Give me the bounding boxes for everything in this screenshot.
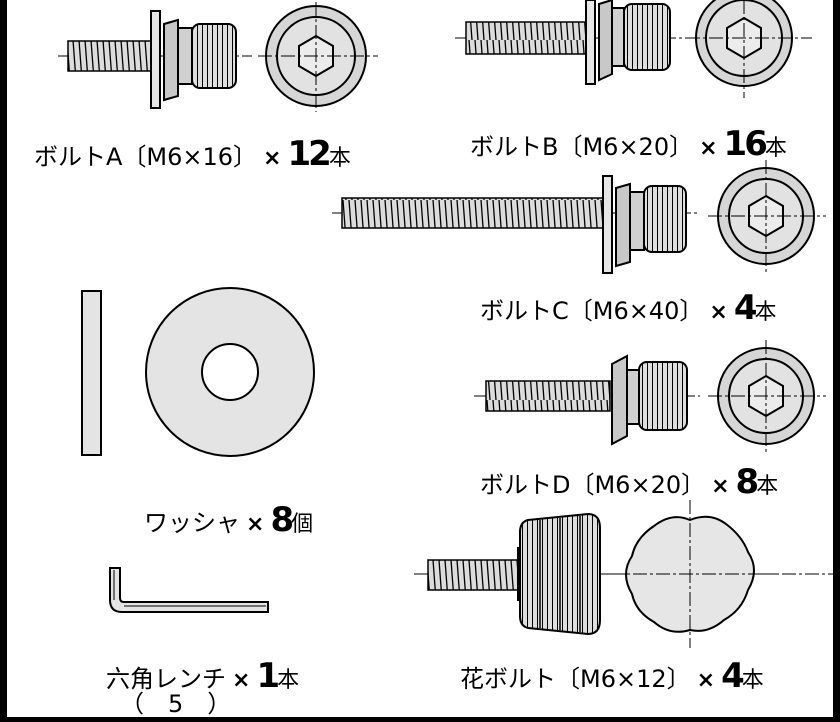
bolt-a-name: ボルトA〔M6×16〕	[34, 143, 258, 171]
hex-wrench-icon	[109, 567, 269, 613]
hex-wrench-unit: 本	[277, 668, 300, 693]
washer-unit: 個	[291, 512, 314, 537]
bolt-b-side-icon	[455, 0, 700, 85]
bolt-c-label: ボルトC〔M6×40〕×4本	[480, 291, 777, 327]
hex-wrench-size: （ 5 ）	[120, 690, 232, 718]
frame-border-right	[833, 0, 840, 722]
hex-wrench-qty: 1	[256, 656, 280, 696]
bolt-b-label: ボルトB〔M6×20〕×16本	[470, 127, 787, 163]
bolt-c-name: ボルトC〔M6×40〕	[480, 297, 704, 325]
bolt-b-hex-socket-icon	[686, 0, 812, 98]
knob-head-icon	[610, 500, 776, 648]
bolt-c-qty: 4	[733, 288, 758, 328]
knob-bolt-name: 花ボルト〔M6×12〕	[460, 665, 691, 693]
bolt-c-hex-socket-icon	[708, 160, 826, 272]
bolt-b-times: ×	[699, 136, 718, 161]
knob-bolt-label: 花ボルト〔M6×12〕×4本	[460, 659, 764, 695]
bolt-b-qty: 16	[723, 124, 768, 164]
bolt-a-label: ボルトA〔M6×16〕×12本	[34, 137, 351, 173]
knob-bolt-qty: 4	[721, 656, 745, 696]
bolt-a-side-icon	[58, 10, 252, 109]
hex-wrench-times: ×	[232, 668, 251, 693]
bolt-c-unit: 本	[754, 300, 777, 325]
knob-bolt-unit: 本	[741, 668, 764, 693]
bolt-d-hex-socket-icon	[708, 340, 826, 452]
bolt-b-unit: 本	[764, 136, 787, 161]
knob-bolt-times: ×	[696, 668, 716, 693]
bolt-a-hex-socket-icon	[258, 2, 378, 112]
washer-times: ×	[246, 512, 265, 537]
washer-name: ワッシャ	[144, 509, 240, 537]
bolt-d-unit: 本	[756, 474, 779, 499]
frame-border-bottom	[0, 717, 840, 722]
hex-wrench-label: 六角レンチ×1本	[106, 659, 300, 695]
bolt-d-qty: 8	[735, 462, 760, 502]
washer-side-icon	[81, 290, 102, 456]
bolt-d-times: ×	[711, 474, 730, 499]
hex-wrench-name: 六角レンチ	[106, 665, 226, 693]
washer-qty: 8	[270, 500, 294, 540]
bolt-d-side-icon	[474, 354, 700, 446]
bolt-d-label: ボルトD〔M6×20〕×8本	[480, 465, 779, 501]
knob-bolt-side-icon	[414, 512, 840, 636]
bolt-d-name: ボルトD〔M6×20〕	[480, 471, 706, 499]
bolt-a-times: ×	[263, 146, 282, 171]
bolt-c-times: ×	[709, 300, 728, 325]
washer-icon	[145, 287, 315, 457]
bolt-a-unit: 本	[328, 146, 351, 171]
washer-label: ワッシャ×8個	[144, 503, 314, 539]
bolt-c-side-icon	[332, 175, 700, 274]
bolt-a-qty: 12	[287, 134, 331, 174]
hex-wrench-size-label: （ 5 ）	[120, 690, 231, 718]
bolt-b-name: ボルトB〔M6×20〕	[470, 133, 694, 161]
frame-border-left	[0, 0, 7, 722]
